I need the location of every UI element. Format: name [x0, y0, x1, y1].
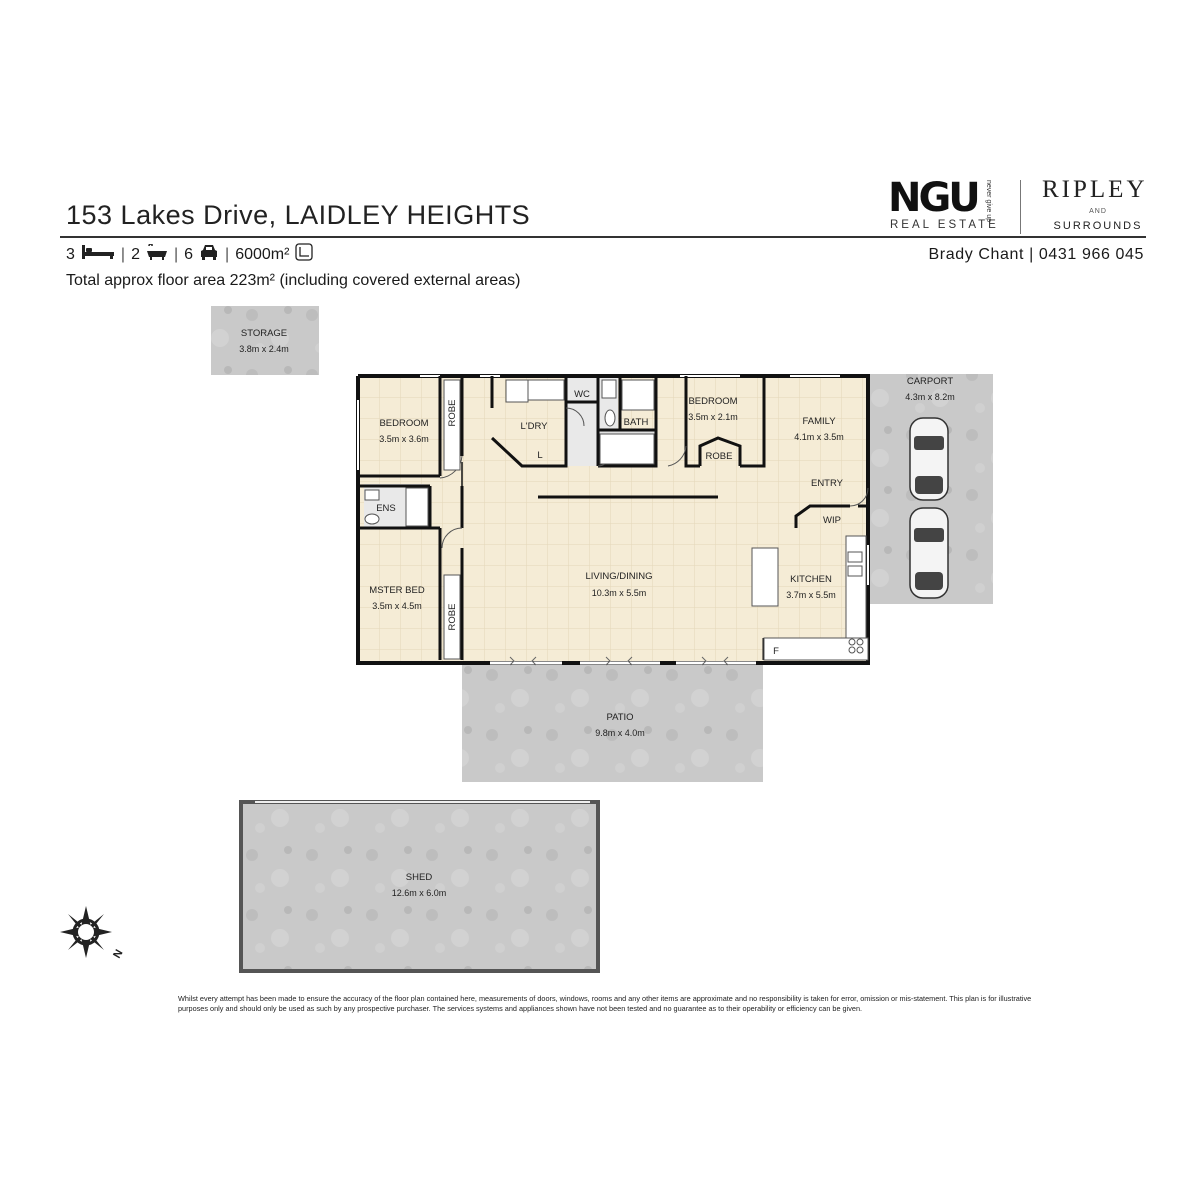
ngu-tagline: never give up — [985, 180, 992, 223]
room-label: BEDROOM — [688, 396, 737, 407]
room-label: L'DRY — [521, 421, 549, 432]
ripley-logo-main: RIPLEY — [1042, 176, 1148, 203]
room-label: BATH — [624, 417, 649, 428]
car-icon — [909, 507, 949, 599]
interior-walls — [360, 376, 868, 660]
fixtures — [364, 379, 869, 661]
room-dimension: 9.8m x 4.0m — [595, 728, 645, 738]
property-stats: 3 | 2 | 6 | 6000m² — [66, 243, 314, 266]
room-label: BEDROOM — [379, 418, 428, 429]
ngu-logo-mark: NGU — [888, 175, 981, 221]
room-label: LIVING/DINING — [585, 571, 652, 582]
disclaimer: Whilst every attempt has been made to en… — [178, 994, 1032, 1013]
compass-rose-icon: N — [60, 906, 126, 961]
bathroom-count: 2 — [131, 245, 140, 263]
room-dimension: 12.6m x 6.0m — [392, 888, 447, 898]
bedroom-count: 3 — [66, 245, 75, 263]
shed-slab — [241, 802, 598, 971]
car-count: 6 — [184, 245, 194, 263]
room-label: STORAGE — [241, 328, 287, 339]
ngu-logo: NGU never give up REAL ESTATE — [888, 178, 1018, 234]
car-icon — [909, 417, 949, 501]
room-dimension: 4.1m x 3.5m — [794, 432, 844, 442]
room-dimension: 4.3m x 8.2m — [905, 392, 955, 402]
room-dimension: 3.8m x 2.4m — [239, 344, 289, 354]
agent-contact: Brady Chant | 0431 966 045 — [928, 246, 1144, 263]
room-dimension: 3.5m x 3.6m — [379, 434, 429, 444]
ngu-subtitle: REAL ESTATE — [890, 219, 999, 231]
fixture-label: L — [537, 450, 542, 461]
room-label: ROBE — [706, 451, 733, 462]
room-label: ENTRY — [811, 478, 844, 489]
room-label: WC — [574, 389, 590, 400]
ripley-logo-sub: SURROUNDS — [1053, 220, 1143, 232]
bath-icon — [146, 243, 168, 265]
patio-slab — [462, 663, 763, 782]
total-floor-area: Total approx floor area 223m² (including… — [66, 272, 521, 289]
room-label: KITCHEN — [790, 574, 832, 585]
ripley-logo-and: AND — [1089, 208, 1107, 215]
compass-north-label: N — [111, 948, 125, 961]
land-area-icon — [295, 243, 314, 266]
room-label: ENS — [376, 503, 396, 514]
storage-slab — [211, 306, 319, 375]
car-icon — [199, 244, 219, 265]
room-dimension: 10.3m x 5.5m — [592, 588, 647, 598]
room-dimension: 3.5m x 2.1m — [688, 412, 738, 422]
room-label: CARPORT — [907, 376, 953, 387]
room-label: ROBE — [447, 604, 458, 631]
logo-divider — [1020, 180, 1021, 234]
header-rule — [60, 236, 1146, 238]
land-area: 6000m² — [235, 245, 290, 263]
fixture-label: F — [773, 646, 779, 657]
room-dimension: 3.7m x 5.5m — [786, 590, 836, 600]
room-label: WIP — [823, 515, 841, 526]
room-label: SHED — [406, 872, 433, 883]
room-label: ROBE — [447, 400, 458, 427]
ripley-logo: RIPLEY AND SURROUNDS — [1036, 176, 1160, 236]
room-dimension: 3.5m x 4.5m — [372, 601, 422, 611]
room-label: MSTER BED — [369, 585, 425, 596]
room-label: FAMILY — [802, 416, 836, 427]
room-label: PATIO — [606, 712, 633, 723]
property-address: 153 Lakes Drive, LAIDLEY HEIGHTS — [66, 200, 531, 230]
bed-icon — [81, 244, 115, 265]
carport-cars — [909, 417, 949, 599]
room-labels: STORAGE 3.8m x 2.4m BEDROOM 3.5m x 3.6m … — [239, 328, 955, 898]
